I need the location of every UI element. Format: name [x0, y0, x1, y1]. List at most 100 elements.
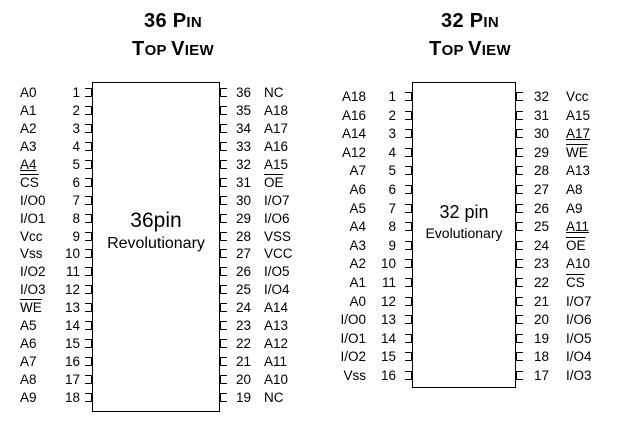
- pin-label: I/O7: [566, 293, 592, 309]
- pin-row-right: 20 A10: [0, 371, 638, 389]
- pin-number: 20: [236, 372, 252, 388]
- pin-lead: [405, 259, 412, 269]
- pin-label: I/O1: [340, 330, 366, 346]
- pin-lead: [220, 375, 227, 385]
- title-main: 36 P: [144, 10, 187, 32]
- pin-label: I/O2: [340, 349, 366, 365]
- pin-lead: [220, 249, 227, 259]
- pin-label: A14: [264, 300, 289, 316]
- pin-lead: [516, 166, 523, 176]
- pin-label: A4: [20, 156, 37, 172]
- pin-number: 7: [388, 200, 396, 216]
- pin-number: 16: [64, 354, 80, 370]
- pin-number: 27: [534, 182, 550, 197]
- pin-number: 10: [64, 246, 80, 262]
- pin-label: A16: [341, 107, 366, 123]
- pin-label: A13: [264, 318, 289, 334]
- pin-lead: [85, 392, 92, 402]
- pin-label: CS: [20, 174, 39, 190]
- pin-label: A7: [349, 163, 366, 179]
- pin-label: A10: [264, 372, 289, 388]
- pin-number: 8: [72, 210, 80, 226]
- pin-number: 3: [388, 126, 396, 142]
- pin-number: 6: [388, 182, 396, 197]
- pin-label: A7: [20, 354, 37, 370]
- pin-label: WE: [20, 300, 42, 316]
- pin-row-left: A5 7: [0, 200, 638, 218]
- pin-label: A3: [349, 237, 366, 253]
- pin-row-left: A7 16: [0, 353, 638, 371]
- pin-label: A15: [264, 156, 289, 172]
- pin-number: 28: [534, 163, 550, 179]
- pin-lead: [85, 303, 92, 313]
- pin-lead: [85, 321, 92, 331]
- pin-number: 2: [72, 102, 80, 118]
- title-sub-rest2: IEW: [184, 42, 214, 59]
- pin-number: 1: [72, 85, 80, 100]
- pin-label: A5: [349, 200, 366, 216]
- pin-label: I/O7: [264, 192, 290, 208]
- pin-number: 22: [236, 336, 252, 352]
- pin-number: 27: [236, 246, 252, 262]
- pin-lead: [85, 88, 92, 97]
- chip-label-line1: 36pin: [130, 209, 182, 232]
- pin-label: I/O3: [20, 282, 46, 298]
- pin-number: 20: [534, 312, 550, 328]
- pin-label: I/O5: [264, 264, 290, 280]
- pin-lead: [405, 352, 412, 362]
- pin-lead: [405, 203, 412, 213]
- pin-label: I/O0: [340, 312, 366, 328]
- pin-lead: [85, 159, 92, 169]
- pin-lead: [85, 213, 92, 223]
- pin-number: 16: [380, 368, 396, 383]
- pin-label: VSS: [264, 228, 292, 244]
- pin-number: 28: [236, 228, 252, 244]
- pin-lead: [220, 141, 227, 151]
- pin-number: 11: [381, 275, 396, 290]
- pin-number: 31: [236, 174, 252, 190]
- pin-lead: [220, 213, 227, 223]
- pin-number: 31: [534, 107, 550, 123]
- title-sub-rest1: OP: [441, 42, 469, 59]
- pin-number: 30: [534, 126, 550, 142]
- pin-number: 17: [64, 372, 80, 388]
- pin-label: A2: [20, 120, 37, 136]
- pin-number: 26: [534, 200, 550, 216]
- pin-number: 18: [64, 389, 80, 405]
- title-sub-v: V: [468, 38, 482, 60]
- pin-number: 18: [534, 349, 550, 365]
- pin-number: 32: [534, 89, 550, 104]
- pin-number: 34: [236, 120, 252, 136]
- pin-lead: [516, 333, 523, 343]
- pin-label: A14: [341, 126, 366, 142]
- pin-lead: [516, 352, 523, 362]
- pin-label: NC: [264, 85, 284, 100]
